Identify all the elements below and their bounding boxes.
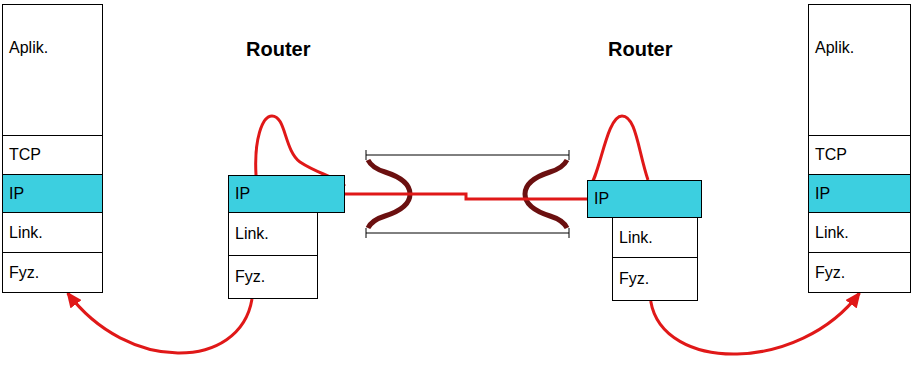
protocol-layer-box: Link.	[808, 212, 911, 253]
protocol-layer-box: Aplik.	[2, 4, 103, 136]
router-label: Router	[608, 38, 672, 61]
protocol-layer-box: TCP	[808, 135, 911, 175]
layer-name: IP	[815, 185, 830, 203]
protocol-layer-box: Aplik.	[808, 4, 911, 136]
data-path	[651, 293, 860, 354]
layer-name: Fyz.	[619, 270, 649, 288]
layer-name: Fyz.	[9, 264, 39, 282]
layer-name: Fyz.	[235, 268, 265, 286]
protocol-layer-box: Fyz.	[808, 252, 911, 293]
layer-name: Aplik.	[9, 39, 48, 57]
layer-name: Fyz.	[815, 264, 845, 282]
protocol-layer-box: IP	[808, 174, 911, 213]
protocol-layer-box: Link.	[2, 212, 103, 253]
protocol-layer-box: IP	[2, 174, 103, 213]
protocol-layer-box: IP	[587, 180, 702, 218]
layer-name: Aplik.	[815, 39, 854, 57]
data-path	[68, 293, 252, 353]
layer-name: Link.	[235, 225, 269, 243]
protocol-layer-box: Link.	[228, 212, 318, 256]
router-loop	[588, 116, 648, 189]
layer-name: IP	[235, 185, 250, 203]
protocol-layer-box: TCP	[2, 135, 103, 175]
cable-connector	[525, 160, 567, 228]
layer-name: IP	[594, 190, 609, 208]
protocol-layer-box: Fyz.	[228, 255, 318, 299]
router-label: Router	[246, 38, 310, 61]
protocol-layer-box: IP	[228, 175, 345, 213]
layer-name: TCP	[815, 146, 847, 164]
layer-name: TCP	[9, 146, 41, 164]
data-path	[345, 194, 587, 199]
protocol-layer-box: Link.	[612, 217, 698, 258]
protocol-layer-box: Fyz.	[612, 257, 698, 301]
protocol-layer-box: Fyz.	[2, 252, 103, 293]
layer-name: IP	[9, 185, 24, 203]
layer-name: Link.	[9, 224, 43, 242]
layer-name: Link.	[815, 224, 849, 242]
layer-name: Link.	[619, 229, 653, 247]
